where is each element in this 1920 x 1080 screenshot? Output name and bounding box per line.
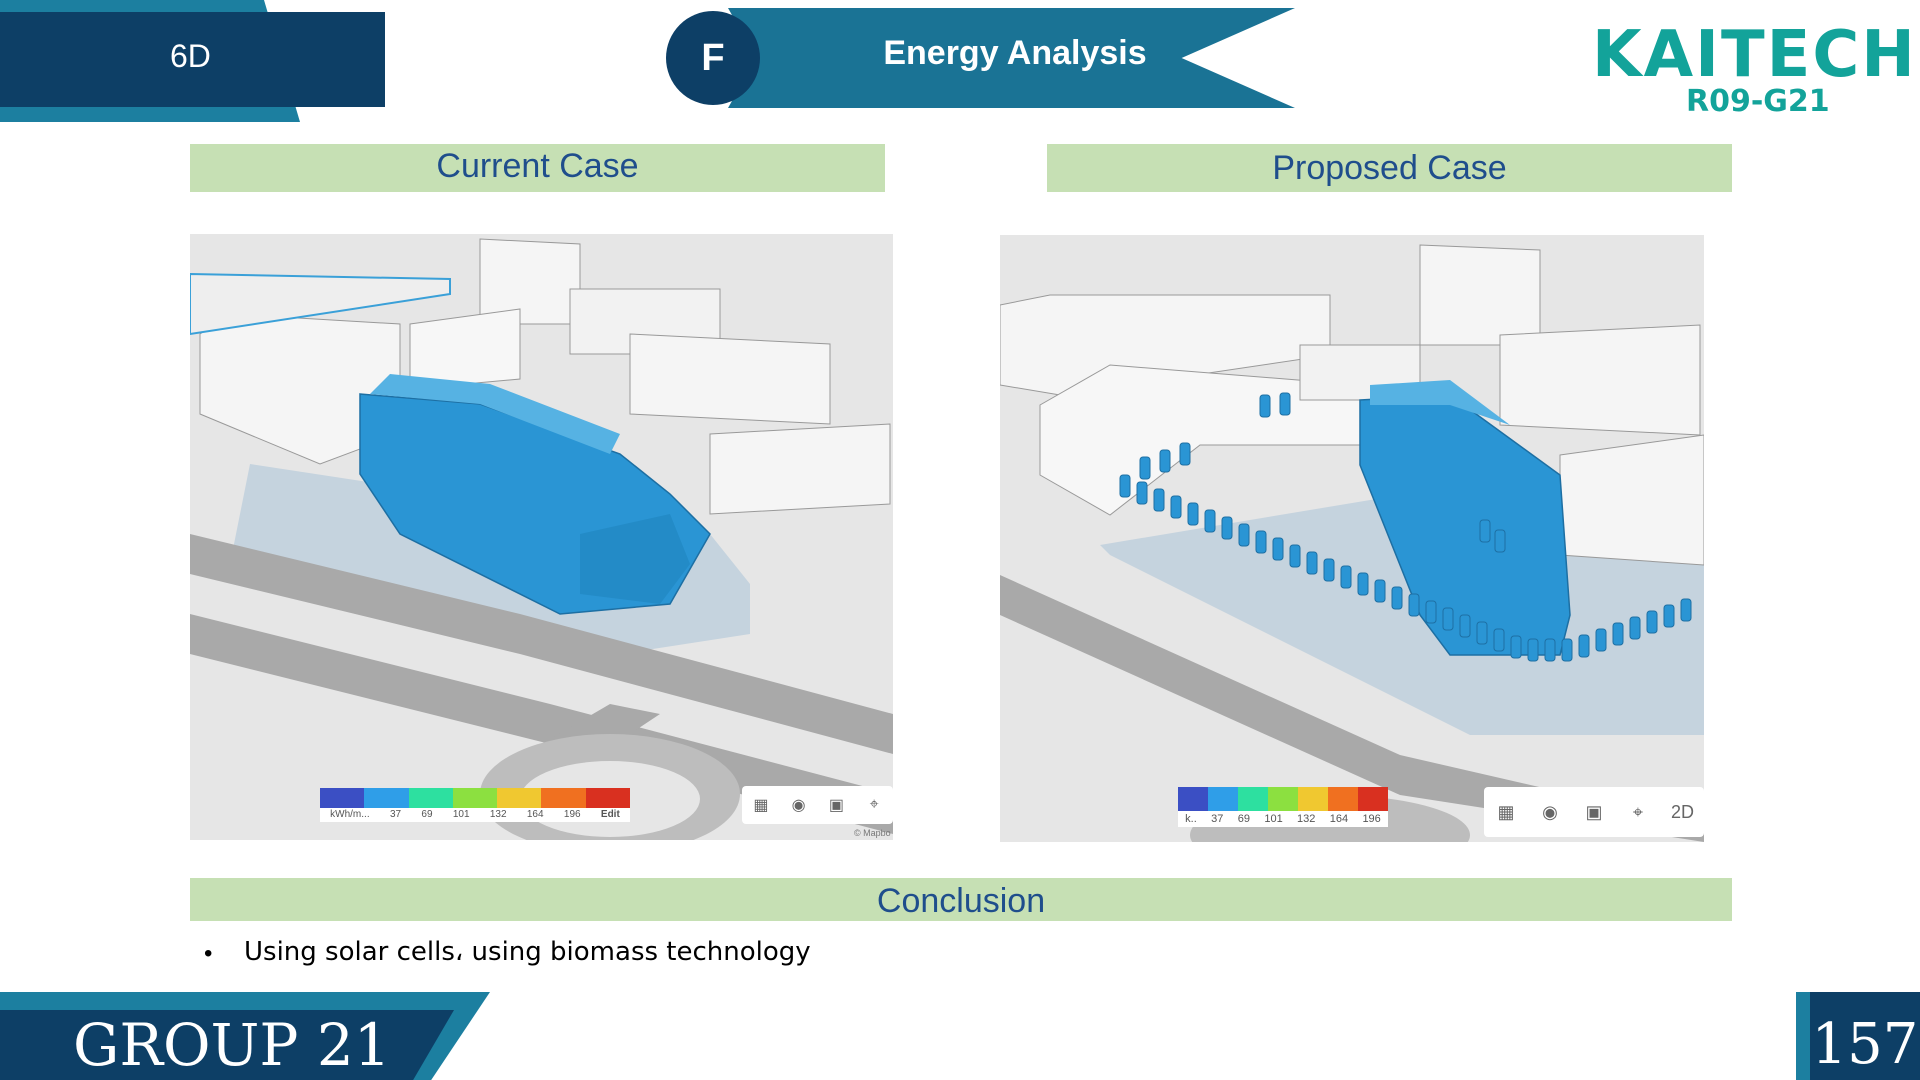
legend-swatch	[1358, 787, 1388, 811]
legend-tick: 132	[1297, 813, 1316, 825]
badge-circle	[666, 11, 760, 105]
legend-swatch	[1208, 787, 1238, 811]
camera-icon[interactable]: ▣	[828, 797, 844, 814]
legend-swatch	[320, 788, 365, 808]
legend-edit-button[interactable]: Edit	[600, 809, 620, 820]
legend-tick: 101	[1264, 813, 1283, 825]
current-case-scene	[190, 234, 893, 840]
footer-group-box	[0, 1010, 454, 1080]
proposed-case-header: Proposed Case	[1047, 144, 1732, 192]
logo-code: R09-G21	[1686, 84, 1830, 119]
kaitech-logo: KAITECH	[1592, 18, 1917, 92]
legend-unit: kWh/m...	[330, 809, 370, 820]
legend-color-bar	[320, 788, 630, 808]
conclusion-bullet: Using solar cells، using biomass technol…	[244, 937, 811, 967]
section-tab-label: 6D	[170, 38, 211, 74]
footer-group-label: GROUP 21	[73, 1011, 391, 1079]
legend-swatch	[1238, 787, 1268, 811]
bullet-marker: •	[204, 940, 213, 967]
legend-swatch	[1328, 787, 1358, 811]
legend-swatch	[1298, 787, 1328, 811]
conclusion-header: Conclusion	[190, 878, 1732, 921]
legend-tick: 164	[526, 809, 544, 820]
legend-swatch	[1178, 787, 1208, 811]
grid-icon[interactable]: ▦	[753, 797, 769, 814]
solar-units	[1119, 392, 1692, 662]
legend-tick: 196	[563, 809, 581, 820]
legend-swatch	[585, 788, 630, 808]
page-number-box	[1810, 992, 1920, 1080]
legend-tick: 69	[1237, 813, 1250, 825]
focus-icon[interactable]: ⌖	[869, 796, 879, 813]
camera-icon[interactable]: ▣	[1585, 801, 1603, 822]
legend-swatch	[541, 788, 586, 808]
focus-icon[interactable]: ⌖	[1632, 801, 1644, 822]
legend-swatch	[452, 788, 498, 808]
grid-icon[interactable]: ▦	[1497, 801, 1515, 822]
view-2d-toggle[interactable]: 2D	[1671, 801, 1695, 822]
legend-tick: 37	[1211, 813, 1224, 825]
eye-icon[interactable]: ◉	[791, 797, 806, 814]
legend-swatch	[1268, 787, 1298, 811]
legend-tick: 37	[389, 809, 402, 820]
legend-swatch	[497, 788, 542, 808]
section-tab	[0, 12, 385, 107]
legend-ticks: k.. 37 69 101 132 164 196	[1178, 811, 1388, 827]
badge-letter: F	[701, 37, 725, 79]
eye-icon[interactable]: ◉	[1542, 801, 1558, 822]
legend-swatch	[364, 788, 409, 808]
page-number: 157	[1811, 1012, 1919, 1077]
legend-tick: 196	[1362, 813, 1381, 825]
proposed-case-scene	[1000, 235, 1704, 842]
legend-tick: 132	[489, 809, 507, 820]
energy-legend-proposed: k.. 37 69 101 132 164 196	[1178, 787, 1388, 827]
view-toolbar: ▦ ◉ ▣ ⌖	[742, 786, 893, 824]
energy-legend: kWh/m... 37 69 101 132 164 196 Edit	[320, 788, 630, 822]
legend-tick: 69	[421, 809, 433, 820]
legend-unit: k..	[1185, 813, 1197, 825]
view-toolbar-proposed: ▦ ◉ ▣ ⌖ 2D	[1484, 787, 1704, 837]
legend-ticks: kWh/m... 37 69 101 132 164 196 Edit	[320, 808, 630, 822]
legend-tick: 101	[452, 809, 470, 820]
current-case-render: kWh/m... 37 69 101 132 164 196 Edit ▦ ◉ …	[190, 234, 893, 840]
map-attribution: © Mapbo	[854, 828, 891, 838]
legend-swatch	[408, 788, 453, 808]
proposed-case-render: k.. 37 69 101 132 164 196 ▦ ◉ ▣ ⌖ 2D	[1000, 235, 1704, 842]
legend-color-bar	[1178, 787, 1388, 811]
current-case-header: Current Case	[190, 144, 885, 192]
legend-tick: 164	[1329, 813, 1349, 825]
page-title: Energy Analysis	[883, 34, 1147, 72]
